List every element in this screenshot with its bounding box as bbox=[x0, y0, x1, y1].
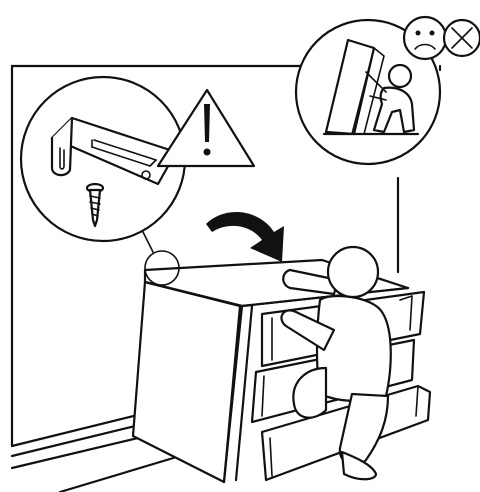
anchor-detail-circle bbox=[21, 77, 185, 241]
sad-face-icon bbox=[404, 17, 446, 59]
curved-arrow-icon bbox=[206, 212, 284, 262]
detail-leader-line bbox=[143, 232, 153, 252]
cross-icon bbox=[444, 20, 480, 56]
